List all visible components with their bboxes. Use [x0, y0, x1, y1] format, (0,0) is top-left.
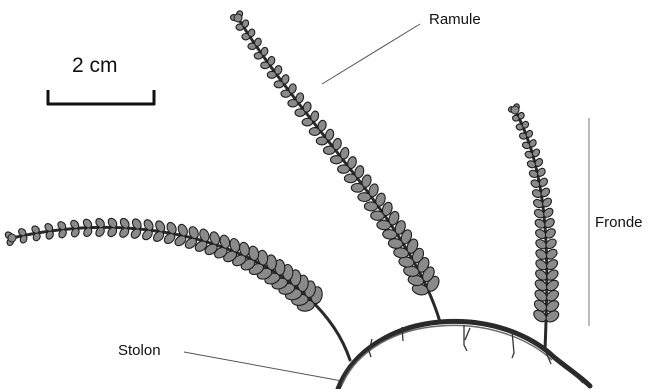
- scale-bar-label: 2 cm: [72, 54, 118, 78]
- ramule-label: Ramule: [429, 11, 481, 28]
- frond-tip: [8, 234, 16, 242]
- frond-tip: [511, 106, 519, 114]
- frond-right: [508, 103, 561, 350]
- stolon-leader-line: [184, 352, 342, 381]
- scale-bar: [47, 90, 155, 105]
- rhizoids: [344, 325, 583, 383]
- frond-left: [4, 217, 350, 360]
- frond-tip: [234, 14, 242, 22]
- fronde-label: Fronde: [595, 214, 643, 231]
- stolon-label: Stolon: [118, 342, 161, 359]
- ramule-leader-line: [322, 24, 420, 84]
